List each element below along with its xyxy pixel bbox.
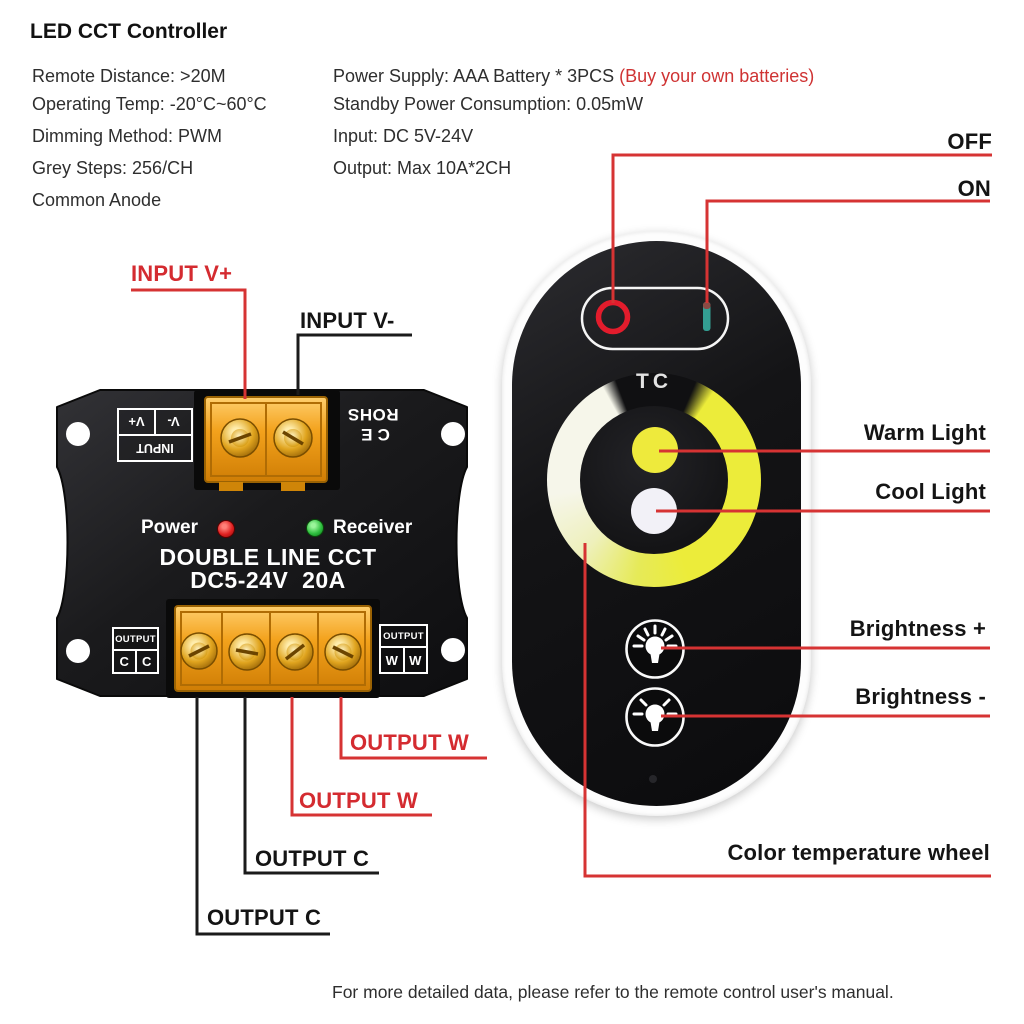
wheel-label: Color temperature wheel [727, 840, 990, 865]
footnote: For more detailed data, please refer to … [332, 982, 894, 1002]
output-legend-right-label: OUTPUT [381, 626, 426, 648]
brightness-minus-label: Brightness - [855, 684, 986, 709]
terminal-screw [324, 633, 362, 671]
terminal-screw [276, 633, 314, 671]
output-w2-label: OUTPUT W [299, 788, 418, 813]
input-vminus-label: INPUT V- [300, 308, 395, 333]
mount-hole [66, 639, 90, 663]
spec-remote-distance: Remote Distance: >20M [32, 66, 226, 86]
power-label: Power [141, 517, 199, 538]
mount-hole [66, 422, 90, 446]
power-led [217, 520, 235, 538]
spec-input: Input: DC 5V-24V [333, 126, 474, 146]
on-label: ON [957, 176, 991, 201]
spec-standby-power: Standby Power Consumption: 0.05mW [333, 94, 644, 114]
spec-output: Output: Max 10A*2CH [333, 158, 512, 178]
brightness-plus-label: Brightness + [849, 616, 986, 641]
output-c2-label: OUTPUT C [207, 905, 322, 930]
output-c1-label: OUTPUT C [255, 846, 370, 871]
spec-dimming-method: Dimming Method: PWM [32, 126, 223, 146]
output-legend-cell-w: W [381, 648, 405, 672]
input-legend-cell-vplus: V+ [128, 414, 145, 430]
output-legend-cell-w: W [409, 652, 422, 668]
input-terminal-block [194, 390, 340, 491]
off-label: OFF [947, 129, 992, 154]
color-wheel-inner-area [580, 406, 728, 554]
mount-hole [441, 638, 465, 662]
certification-marks: CE ROHS [340, 404, 406, 444]
spec-common-anode: Common Anode [32, 190, 162, 210]
callout-line-output-c2 [195, 697, 330, 936]
warm-light-label: Warm Light [863, 420, 986, 445]
output-legend-left-label: OUTPUT [114, 629, 157, 651]
terminal-screw [220, 418, 260, 458]
terminal-screw [273, 418, 313, 458]
output-legend-right: OUTPUT W W [379, 624, 428, 674]
receiver-led [306, 519, 324, 537]
ce-mark: CE [356, 425, 390, 444]
spec-power-supply: Power Supply: AAA Battery * 3PCS (Buy yo… [333, 66, 814, 87]
input-legend-cell-vminus: V- [154, 410, 191, 434]
page-title: LED CCT Controller [30, 20, 228, 43]
spec-operating-temp: Operating Temp: -20°C~60°C [32, 94, 267, 114]
input-legend-label: INPUT [119, 434, 191, 460]
output-legend-cell-c: C [114, 651, 137, 672]
output-w1-label: OUTPUT W [350, 730, 469, 755]
tc-logo: TC [636, 370, 672, 393]
output-legend-left: OUTPUT C C [112, 627, 159, 674]
output-legend-cell-c: C [142, 654, 152, 669]
callout-line-input-vplus [131, 288, 247, 399]
controller-model-line2: DC5-24V 20A [190, 567, 346, 593]
receiver-label: Receiver [333, 517, 413, 538]
input-vplus-label: INPUT V+ [131, 261, 233, 286]
spec-grey-steps: Grey Steps: 256/CH [32, 158, 194, 178]
rohs-mark: ROHS [347, 405, 399, 424]
mount-hole [441, 422, 465, 446]
spec-battery-note: (Buy your own batteries) [619, 66, 815, 86]
spec-power-supply-text: Power Supply: AAA Battery * 3PCS [333, 66, 620, 86]
output-terminal-block [166, 599, 380, 698]
terminal-screw [180, 632, 218, 670]
input-legend-table: INPUT V- V+ [117, 408, 193, 462]
callout-line-input-vminus [296, 333, 412, 395]
cool-light-label: Cool Light [875, 479, 986, 504]
terminal-screw [228, 633, 266, 671]
